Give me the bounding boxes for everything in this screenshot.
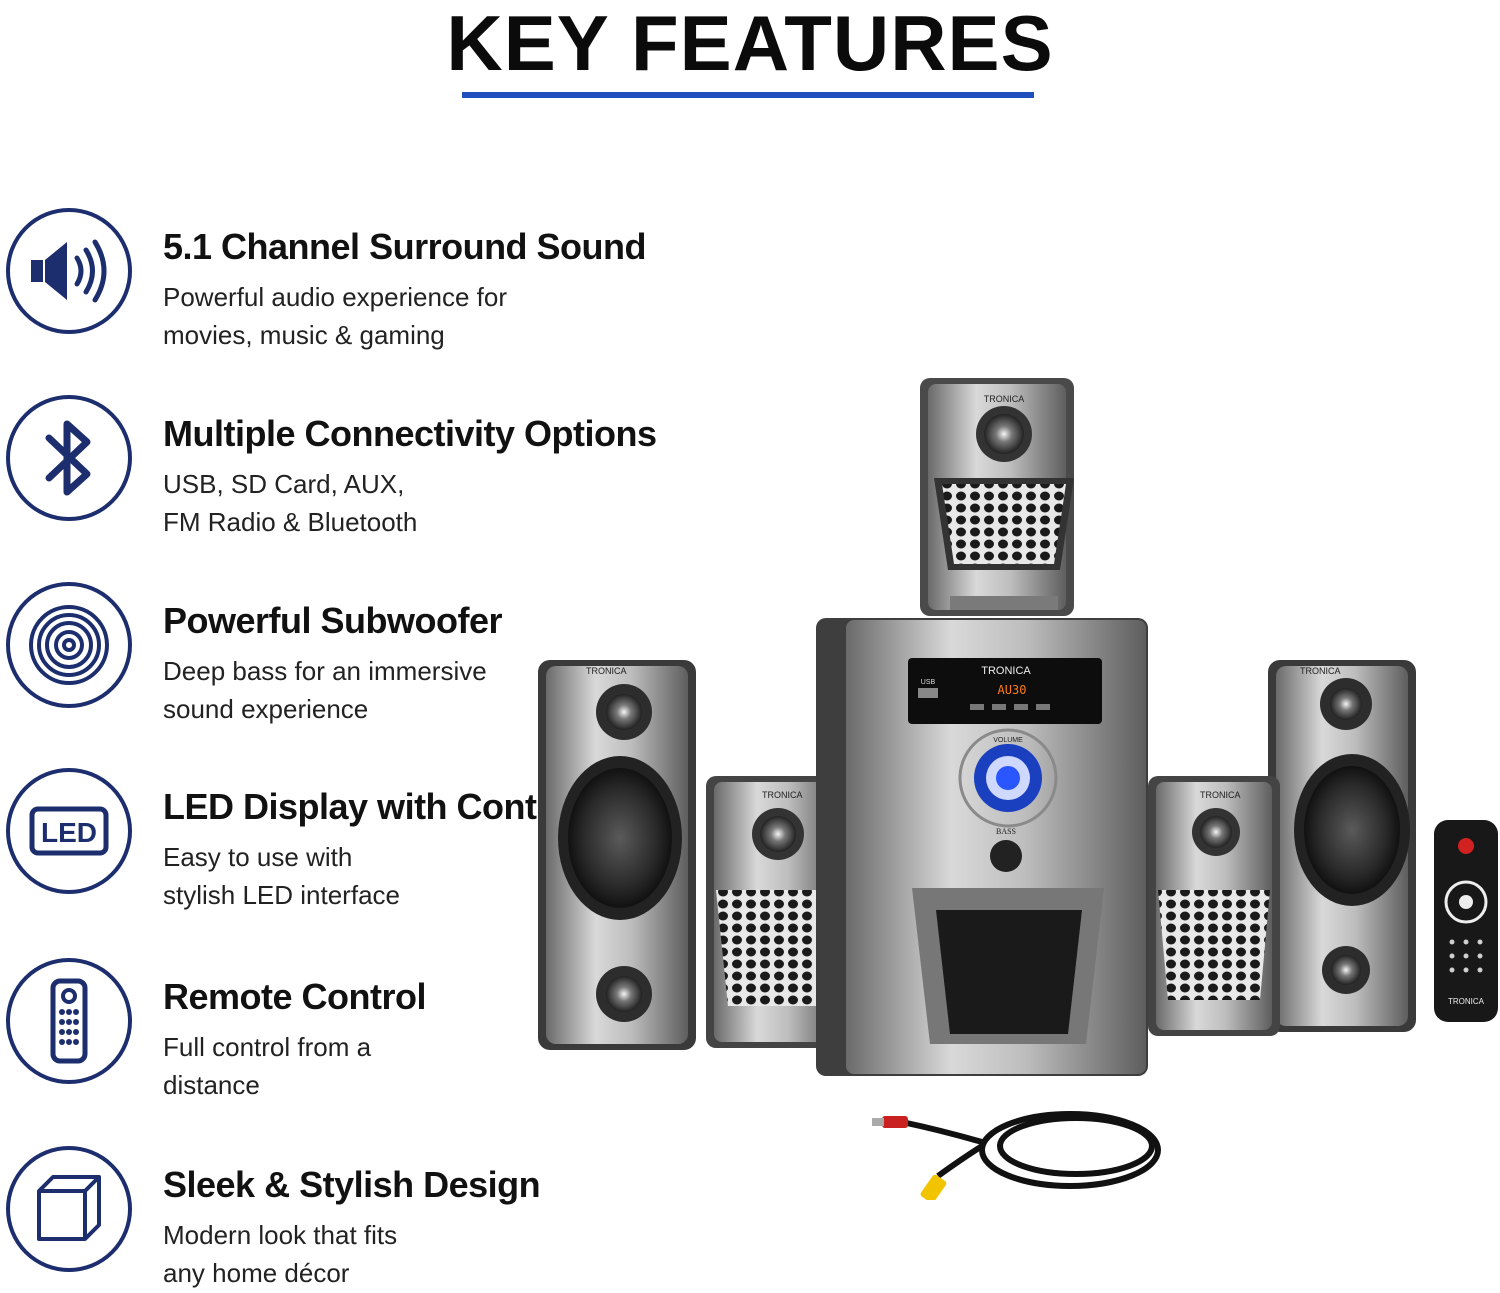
brand-logo: TRONICA <box>586 666 627 676</box>
remote-control: TRONICA <box>1434 820 1498 1022</box>
feature-surround-sound: 5.1 Channel Surround Sound Powerful audi… <box>0 208 700 350</box>
brand-logo: TRONICA <box>762 790 803 800</box>
feature-title: Sleek & Stylish Design <box>163 1164 541 1205</box>
svg-text:LED: LED <box>41 817 97 848</box>
feature-description: Deep bass for an immersive sound experie… <box>163 652 487 728</box>
feature-description: Powerful audio experience for movies, mu… <box>163 278 507 354</box>
feature-desc-line: Powerful audio experience for <box>163 282 507 312</box>
title-underline <box>462 92 1034 98</box>
led-display-panel <box>908 658 1102 724</box>
bass-knob[interactable] <box>990 840 1022 872</box>
feature-subwoofer: Powerful Subwoofer Deep bass for an imme… <box>0 582 700 724</box>
feature-title: Powerful Subwoofer <box>163 600 503 641</box>
center-speaker: TRONICA <box>920 378 1074 616</box>
speaker-volume-icon <box>6 208 132 334</box>
feature-desc-line: FM Radio & Bluetooth <box>163 507 418 537</box>
led-readout: AU30 <box>998 683 1027 697</box>
usb-port <box>918 688 938 698</box>
feature-led-display: LED LED Display with Controls Easy to us… <box>0 768 700 910</box>
usb-label: USB <box>921 679 936 686</box>
feature-desc-line: Deep bass for an immersive <box>163 656 487 686</box>
panel-buttons <box>970 704 1050 710</box>
rca-cable <box>872 1111 1161 1203</box>
brand-logo: TRONICA <box>981 665 1031 677</box>
feature-title: LED Display with Controls <box>163 786 601 827</box>
brand-logo: TRONICA <box>1200 790 1241 800</box>
left-satellite-speaker: TRONICA <box>706 776 846 1048</box>
right-satellite-speaker: TRONICA <box>1148 776 1280 1036</box>
feature-desc-line: movies, music & gaming <box>163 320 445 350</box>
cube-icon <box>6 1146 132 1272</box>
feature-description: Modern look that fits any home décor <box>163 1216 397 1292</box>
remote-icon <box>6 958 132 1084</box>
feature-title: Remote Control <box>163 976 427 1017</box>
product-image: TRONICA TRONICA TRONICA <box>520 370 1500 1205</box>
feature-desc-line: stylish LED interface <box>163 880 400 910</box>
feature-desc-line: distance <box>163 1070 260 1100</box>
right-tower-speaker: TRONICA <box>1268 660 1416 1032</box>
feature-desc-line: sound experience <box>163 694 369 724</box>
brand-logo: TRONICA <box>1448 997 1485 1006</box>
feature-desc-line: Full control from a <box>163 1032 372 1062</box>
feature-title: 5.1 Channel Surround Sound <box>163 226 647 267</box>
feature-description: USB, SD Card, AUX, FM Radio & Bluetooth <box>163 465 417 541</box>
feature-description: Full control from a distance <box>163 1028 371 1104</box>
subwoofer: TRONICA USB AU30 VOLUME BASS <box>816 618 1148 1076</box>
concentric-circles-icon <box>6 582 132 708</box>
volume-label: VOLUME <box>993 737 1023 744</box>
brand-logo: TRONICA <box>984 394 1025 404</box>
power-icon <box>1458 838 1474 854</box>
feature-connectivity: Multiple Connectivity Options USB, SD Ca… <box>0 395 700 537</box>
feature-title: Multiple Connectivity Options <box>163 413 657 454</box>
feature-desc-line: any home décor <box>163 1258 350 1288</box>
feature-desc-line: USB, SD Card, AUX, <box>163 469 405 499</box>
feature-design: Sleek & Stylish Design Modern look that … <box>0 1146 700 1288</box>
brand-logo: TRONICA <box>1300 666 1341 676</box>
led-icon: LED <box>6 768 132 894</box>
feature-desc-line: Modern look that fits <box>163 1220 398 1250</box>
left-tower-speaker: TRONICA <box>538 660 696 1050</box>
feature-remote-control: Remote Control Full control from a dista… <box>0 958 700 1100</box>
feature-desc-line: Easy to use with <box>163 842 353 872</box>
bluetooth-icon <box>6 395 132 521</box>
bass-label: BASS <box>996 827 1016 836</box>
page-title: KEY FEATURES <box>446 0 1054 87</box>
feature-description: Easy to use with stylish LED interface <box>163 838 400 914</box>
